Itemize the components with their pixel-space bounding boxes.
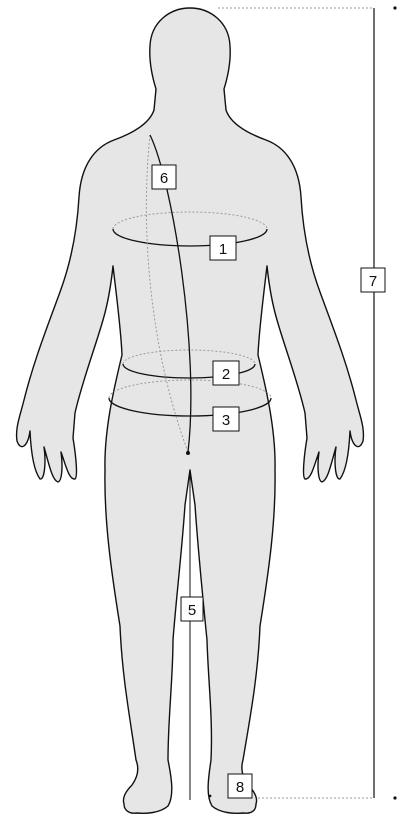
label-2-box: 2	[213, 361, 239, 385]
heel-dot	[209, 795, 212, 798]
top-dot	[393, 6, 396, 9]
bottom-dot	[393, 796, 396, 799]
label-3: 3	[222, 412, 230, 429]
label-5: 5	[188, 602, 196, 619]
label-6-box: 6	[152, 165, 176, 189]
label-6: 6	[160, 170, 168, 187]
label-7-box: 7	[361, 268, 385, 292]
crotch-dot	[186, 451, 190, 455]
label-7: 7	[369, 273, 377, 290]
label-8: 8	[236, 779, 244, 796]
label-1: 1	[219, 241, 227, 258]
body-silhouette	[17, 8, 364, 813]
label-3-box: 3	[213, 407, 239, 431]
label-1-box: 1	[210, 236, 236, 260]
label-5-box: 5	[181, 597, 203, 621]
label-8-box: 8	[228, 774, 252, 798]
label-2: 2	[222, 366, 230, 383]
